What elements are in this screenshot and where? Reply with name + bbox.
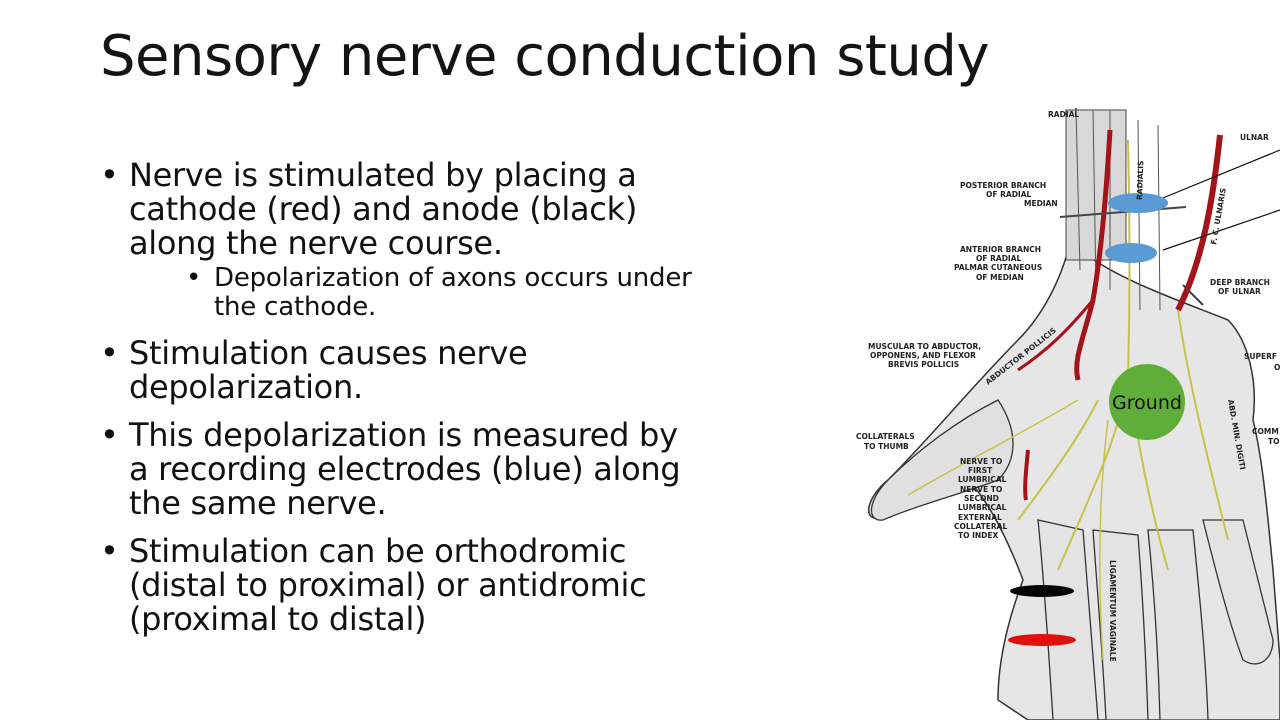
label-external-collateral: COLLATERAL — [954, 522, 1007, 531]
artery — [1074, 129, 1113, 381]
bullet-text: Stimulation causes nerve depolarization. — [129, 334, 528, 406]
tendon-line — [1137, 119, 1141, 311]
forearm-tendons — [1065, 109, 1127, 261]
label-muscular: BREVIS POLLICIS — [888, 360, 959, 369]
label-palmar-cutaneous: PALMAR CUTANEOUS — [954, 263, 1042, 272]
bullet-text: Nerve is stimulated by placing a cathode… — [129, 156, 637, 262]
label-median: MEDIAN — [1024, 199, 1058, 208]
label-posterior-branch-radial: OF RADIAL — [986, 190, 1032, 199]
label-deep-branch-ulnar: OF ULNAR — [1218, 287, 1261, 296]
label-radialis: RADIALIS — [1135, 160, 1145, 200]
label-nerve-first: NERVE TO — [960, 457, 1002, 466]
pointer-line — [1162, 209, 1280, 251]
label-nerve-first: LUMBRICAL — [958, 475, 1007, 484]
recording-electrode-proximal — [1108, 193, 1168, 213]
label-external-collateral: TO INDEX — [958, 531, 999, 540]
bullet-dot: • — [100, 334, 119, 372]
finger-shape — [1147, 529, 1209, 720]
hand-anatomy-illustration: Ground RADIAL ULNAR POSTERIOR BRANCH OF … — [856, 107, 1280, 720]
cathode-electrode — [1008, 634, 1076, 646]
label-deep-branch-ulnar: DEEP BRANCH — [1210, 278, 1270, 287]
tendon-line — [1157, 124, 1161, 311]
bullet-item: • Stimulation can be orthodromic (distal… — [100, 534, 700, 636]
bullet-text: This depolarization is measured by a rec… — [129, 416, 681, 522]
label-collaterals: TO THUMB — [864, 442, 909, 451]
label-palmar-cutaneous: OF MEDIAN — [976, 273, 1024, 282]
finger-shape — [1037, 519, 1099, 720]
finger-shape — [1092, 529, 1149, 720]
dissection-pin — [1059, 206, 1187, 218]
label-comm: TO — [1268, 437, 1280, 446]
bullet-dot: • — [100, 416, 119, 454]
dissection-pin — [1182, 284, 1204, 306]
nerve — [1098, 419, 1109, 661]
label-nerve-second: SECOND — [964, 494, 999, 503]
label-muscular: MUSCULAR TO ABDUCTOR, — [868, 342, 981, 351]
bullet-text: Stimulation can be orthodromic (distal t… — [129, 532, 647, 638]
artery — [1023, 449, 1030, 501]
artery — [1175, 134, 1223, 312]
label-external-collateral: EXTERNAL — [958, 513, 1002, 522]
thumb-shape — [870, 399, 1014, 521]
bullet-item: • This depolarization is measured by a r… — [100, 418, 700, 520]
label-ligamentum-vaginale: LIGAMENTUM VAGINALE — [1108, 560, 1117, 662]
bullet-item: • Nerve is stimulated by placing a catho… — [100, 158, 700, 322]
label-anterior-branch-radial: ANTERIOR BRANCH — [960, 245, 1041, 254]
sub-bullet-item: • Depolarization of axons occurs under t… — [186, 264, 700, 322]
label-superficial: O — [1274, 363, 1280, 372]
bullet-dot: • — [100, 156, 119, 194]
bullet-list: • Nerve is stimulated by placing a catho… — [100, 158, 700, 650]
label-ulnar: ULNAR — [1240, 133, 1269, 142]
bullet-item: • Stimulation causes nerve depolarizatio… — [100, 336, 700, 404]
artery — [1017, 299, 1095, 372]
nerve — [907, 399, 1079, 496]
anode-electrode — [1010, 585, 1074, 597]
sub-bullet-text: Depolarization of axons occurs under the… — [214, 263, 692, 322]
label-radial: RADIAL — [1048, 110, 1079, 119]
ground-electrode — [1109, 364, 1185, 440]
nerve — [1177, 309, 1229, 541]
label-nerve-first: FIRST — [968, 466, 993, 475]
label-muscular: OPPONENS, AND FLEXOR — [870, 351, 976, 360]
slide-title: Sensory nerve conduction study — [100, 24, 990, 89]
label-nerve-second: LUMBRICAL — [958, 503, 1007, 512]
bullet-dot: • — [100, 532, 119, 570]
label-comm: COMM — [1252, 427, 1279, 436]
finger-shape — [1202, 519, 1274, 665]
ground-label: Ground — [1112, 392, 1182, 414]
nerve — [1017, 399, 1099, 521]
tendon-line — [1075, 109, 1081, 271]
label-anterior-branch-radial: OF RADIAL — [976, 254, 1022, 263]
label-posterior-branch-radial: POSTERIOR BRANCH — [960, 181, 1046, 190]
recording-electrode-distal — [1105, 243, 1157, 263]
tendon-line — [1092, 109, 1097, 291]
sub-bullet-dot: • — [186, 263, 202, 293]
hand-anatomy-figure: Ground RADIAL ULNAR POSTERIOR BRANCH OF … — [848, 100, 1280, 720]
label-collaterals: COLLATERALS — [856, 432, 915, 441]
pointer-line — [1157, 149, 1280, 201]
label-superficial: SUPERF — [1244, 352, 1277, 361]
label-nerve-second: NERVE TO — [960, 485, 1002, 494]
